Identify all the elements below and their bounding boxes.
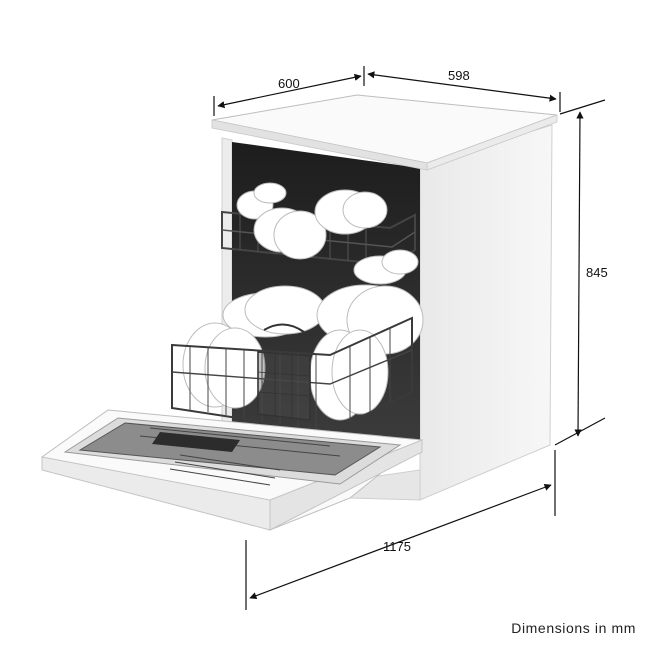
height-label: 845 [586, 265, 608, 280]
cutlery-basket [257, 323, 311, 421]
width-label: 598 [448, 68, 470, 83]
height-extension-bottom [554, 417, 606, 446]
depth-label: 600 [278, 76, 300, 91]
dishwasher-side-panel [419, 124, 553, 501]
height-dimension-line [574, 111, 584, 437]
dimensions-caption: Dimensions in mm [511, 620, 636, 636]
upper-rack [221, 182, 419, 285]
open-depth-dimension-line [249, 483, 552, 600]
open-depth-label: 1175 [383, 539, 411, 554]
width-dimension-line [367, 71, 557, 102]
dishwasher-front-frame [221, 137, 233, 463]
dimension-lines [213, 66, 606, 610]
height-extension-top [559, 99, 606, 115]
upper-rack-dishes [236, 182, 419, 285]
depth-dimension-line [217, 73, 362, 109]
dishwasher-top-right-edge [426, 114, 558, 171]
dishwasher-illustration [40, 94, 558, 531]
lower-rack [171, 316, 413, 434]
